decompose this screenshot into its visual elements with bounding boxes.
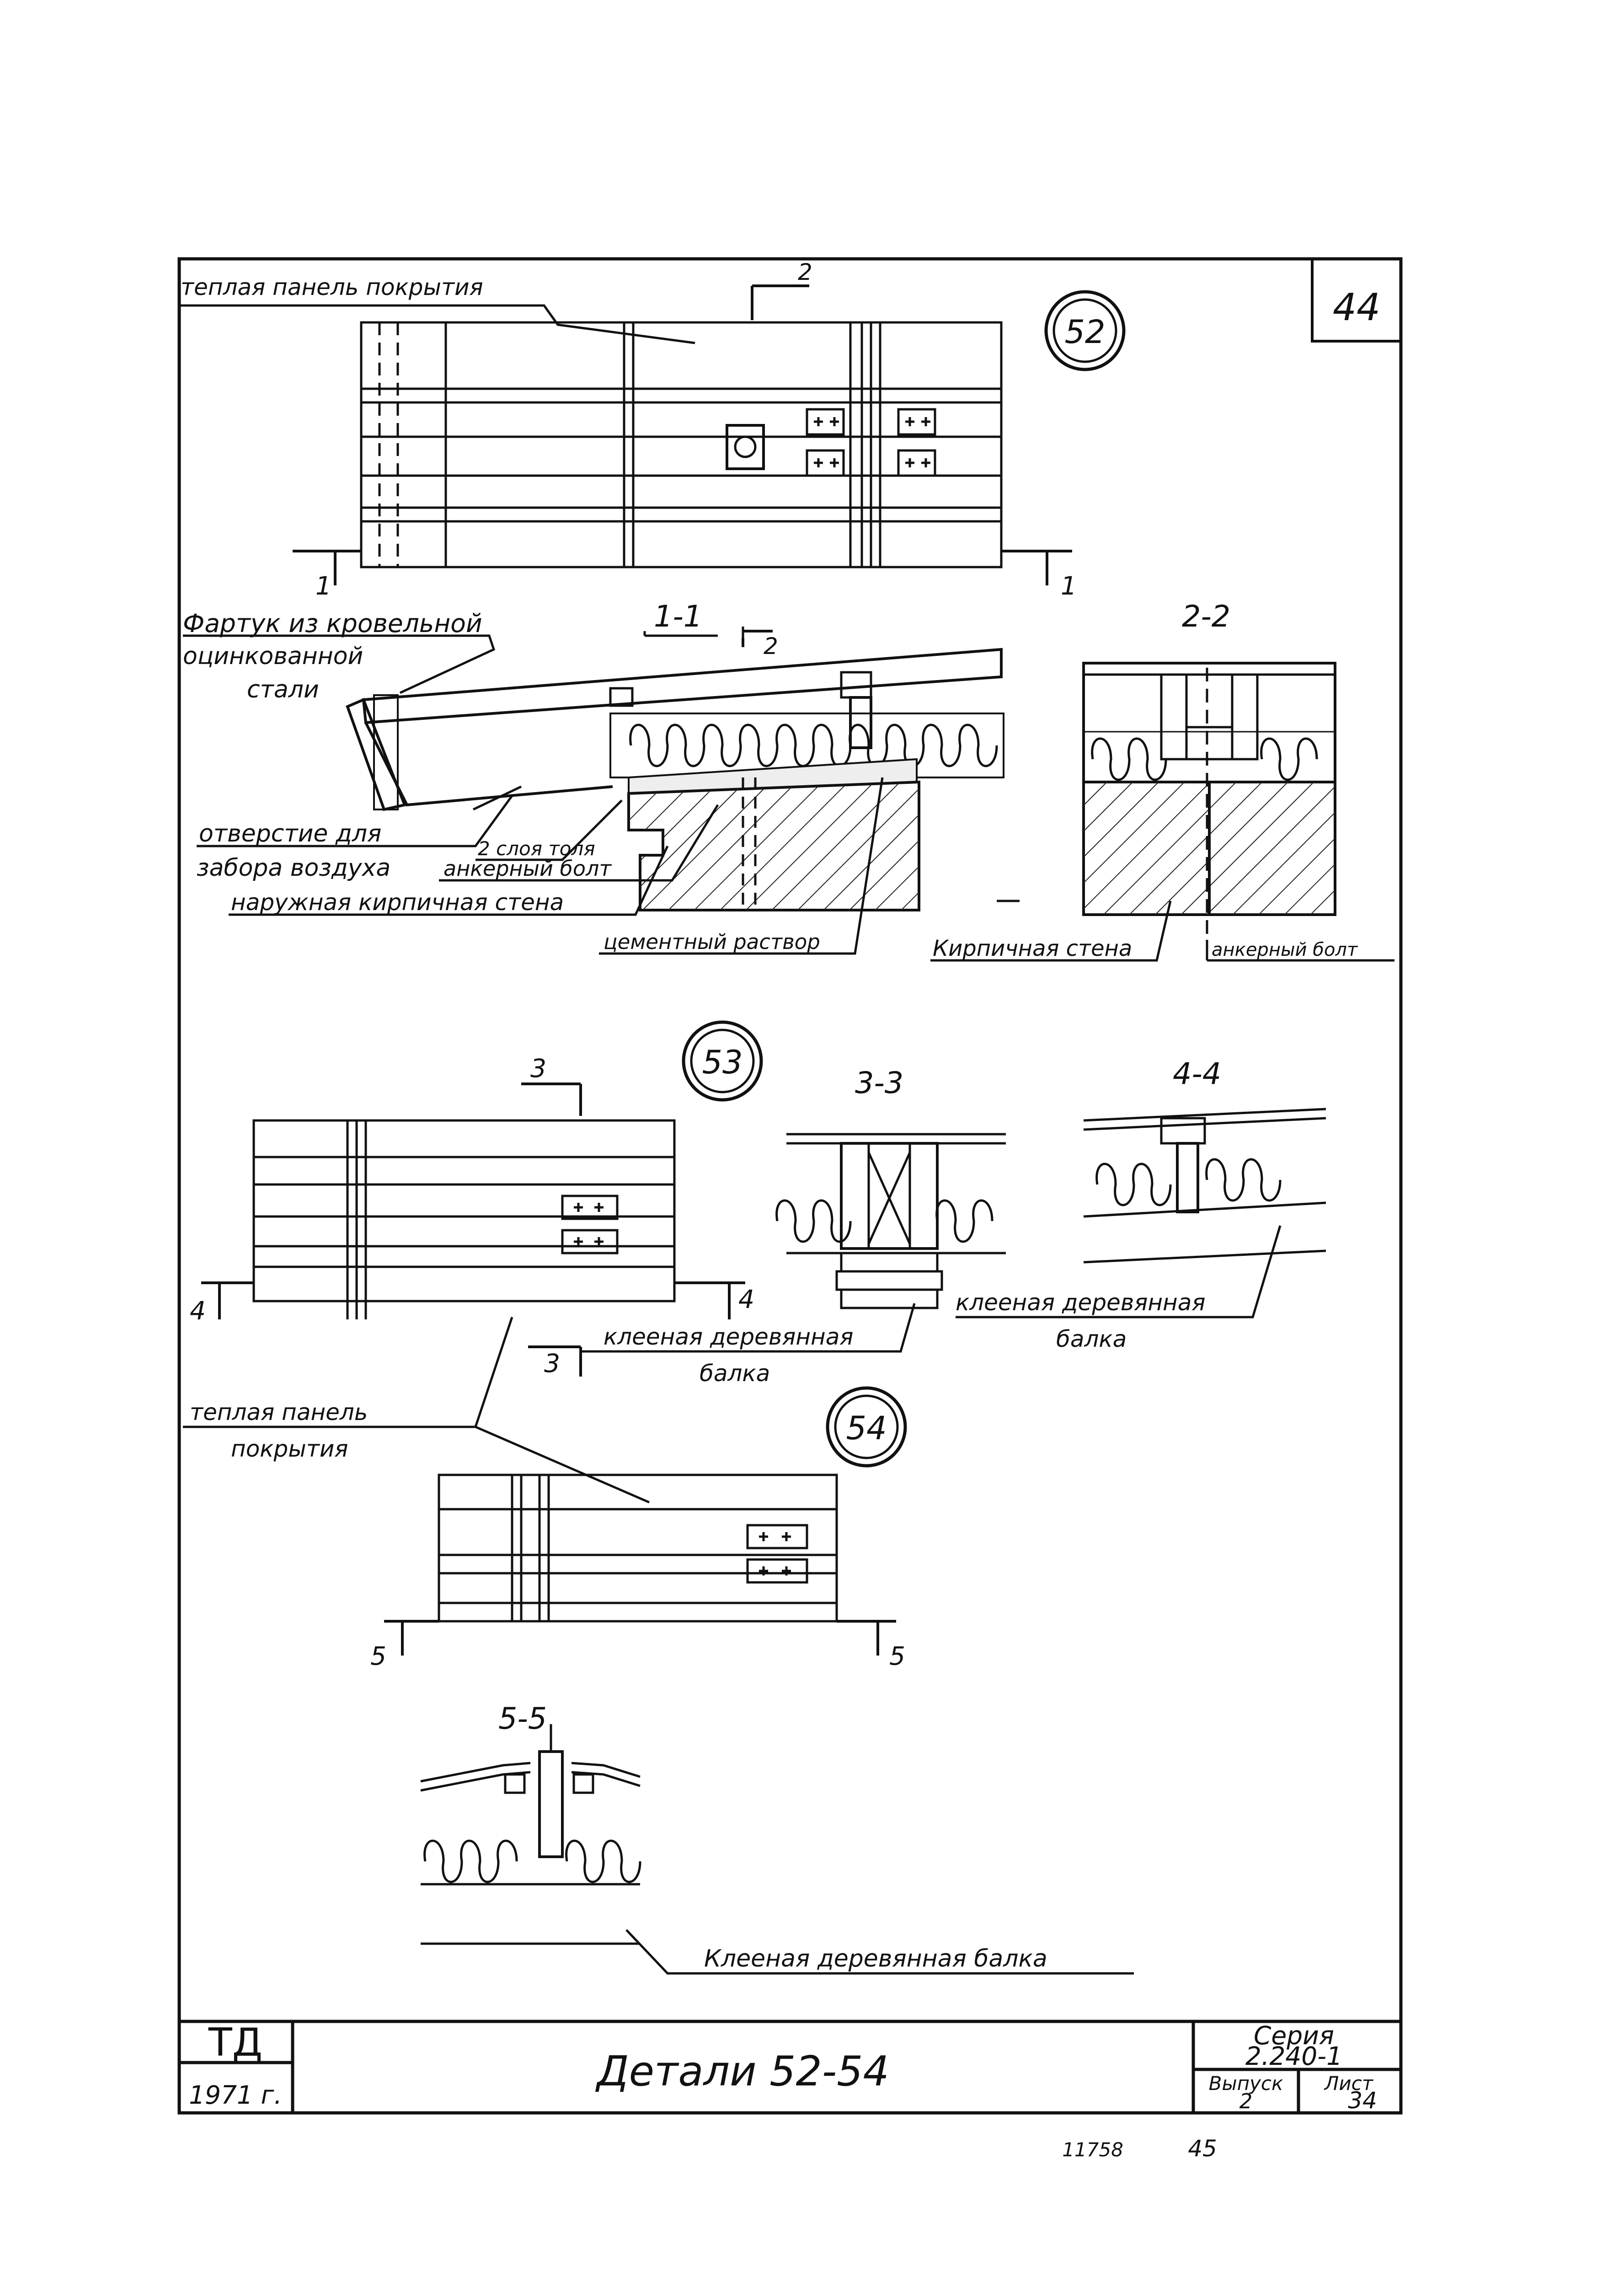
detail-53-bubble: 53 xyxy=(682,1020,763,1102)
detail-54-plan xyxy=(183,1317,896,1656)
footer-inventory: 11758 xyxy=(1062,2138,1123,2161)
detail-number-54: 54 xyxy=(846,1409,887,1447)
label-anchor-bolt-1: анкерный болт xyxy=(443,856,612,881)
label-warm-panel-mid-1: теплая панель xyxy=(190,1399,368,1426)
cut-2-label-top: 2 xyxy=(798,259,812,285)
cut-4-label-right: 4 xyxy=(738,1285,754,1314)
label-glued-beam-a-2: балка xyxy=(700,1360,770,1387)
cut-3-label-top: 3 xyxy=(530,1054,546,1083)
cut-4-label-left: 4 xyxy=(190,1296,206,1325)
cut-1-label-left: 1 xyxy=(315,571,331,600)
title-block-issue-label: Выпуск xyxy=(1209,2072,1283,2095)
section-3-3 xyxy=(581,1133,1006,1353)
label-air-hole-2: забора воздуха xyxy=(197,854,390,882)
label-apron-1: Фартук из кровельной xyxy=(183,609,482,638)
title-block xyxy=(179,2020,1401,2113)
label-anchor-bolt-2: анкерный болт xyxy=(1212,939,1358,960)
detail-number-52: 52 xyxy=(1064,313,1105,351)
label-outer-brick-wall: наружная кирпичная стена xyxy=(231,889,564,916)
cut-5-label-left: 5 xyxy=(370,1641,386,1671)
label-cement-mortar: цементный раствор xyxy=(604,930,820,954)
title-block-org: ТД xyxy=(208,2020,262,2065)
title-block-issue-value: 2 xyxy=(1239,2089,1253,2113)
detail-53-plan xyxy=(201,1083,745,1377)
section-1-1 xyxy=(183,627,1020,955)
cut-3-label-bottom: 3 xyxy=(544,1349,560,1378)
title-block-series-label: Серия xyxy=(1254,2021,1334,2050)
label-apron-2: оцинкованной xyxy=(183,643,363,670)
label-roofing-felt: 2 слоя толя xyxy=(478,837,595,860)
label-glued-beam-b-2: балка xyxy=(1056,1326,1127,1352)
title-block-title: Детали 52-54 xyxy=(595,2047,889,2095)
label-apron-3: стали xyxy=(247,676,319,703)
section-5-5 xyxy=(420,1724,1134,1975)
detail-52-bubble: 52 xyxy=(1044,290,1126,371)
section-label-4-4: 4-4 xyxy=(1173,1057,1221,1091)
footer-page: 45 xyxy=(1188,2135,1217,2162)
cut-1-label-right: 1 xyxy=(1061,571,1077,600)
label-glued-beam-b-1: клееная деревянная xyxy=(956,1289,1205,1316)
section-2-2 xyxy=(930,662,1394,962)
title-block-year: 1971 г. xyxy=(189,2080,282,2110)
sheet-number-box xyxy=(1311,257,1402,343)
section-label-1-1: 1-1 xyxy=(654,600,702,634)
label-air-hole-1: отверстие для xyxy=(199,820,381,847)
detail-number-53: 53 xyxy=(702,1044,743,1081)
section-4-4 xyxy=(956,1108,1326,1318)
sheet-frame xyxy=(177,257,1403,2115)
title-block-sheet-value: 34 xyxy=(1348,2087,1377,2114)
detail-54-bubble: 54 xyxy=(826,1386,907,1468)
title-block-series-value: 2.240-1 xyxy=(1245,2042,1342,2071)
section-label-3-3: 3-3 xyxy=(855,1066,903,1100)
label-glued-beam-c: Клееная деревянная балка xyxy=(704,1945,1047,1972)
section-label-2-2: 2-2 xyxy=(1182,600,1230,634)
label-warm-panel-mid-2: покрытия xyxy=(231,1436,348,1462)
section-label-5-5: 5-5 xyxy=(498,1702,547,1736)
cut-5-label-right: 5 xyxy=(889,1641,905,1671)
sheet-number: 44 xyxy=(1333,286,1380,329)
title-block-sheet-label: Лист xyxy=(1324,2072,1374,2095)
detail-52-plan xyxy=(179,284,1072,585)
label-glued-beam-a-1: клееная деревянная xyxy=(604,1324,853,1350)
label-warm-panel-top: теплая панель покрытия xyxy=(181,274,483,300)
label-brick-wall: Кирпичная стена xyxy=(933,936,1132,961)
cut-2-label-bottom: 2 xyxy=(764,633,778,659)
